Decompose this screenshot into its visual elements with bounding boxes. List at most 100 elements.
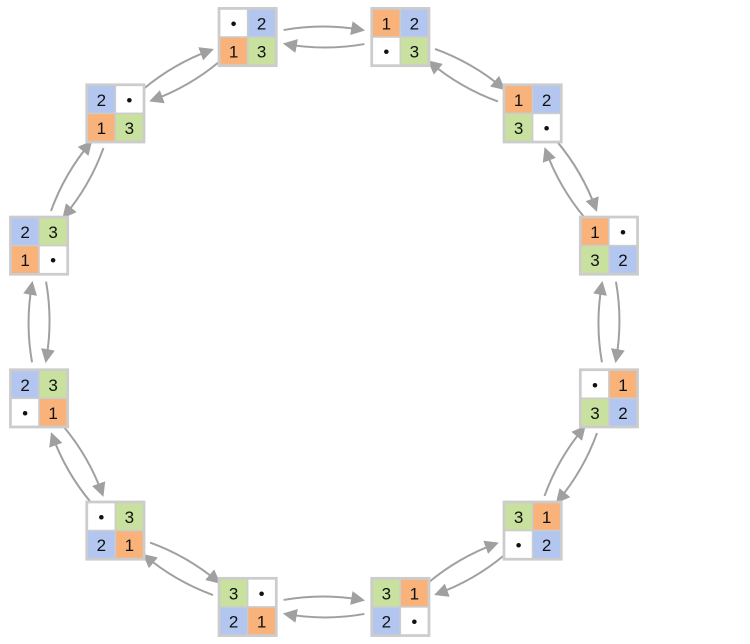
transition-arrow-backward — [427, 60, 499, 103]
tile-number: 3 — [514, 119, 523, 138]
state-border — [217, 7, 278, 68]
state-border — [370, 576, 431, 637]
blank-dot: • — [383, 43, 389, 62]
transition-arrow-backward — [543, 425, 586, 497]
tile-number: 2 — [20, 223, 29, 242]
tile-number: 2 — [20, 376, 29, 395]
transition-arrow-forward — [23, 280, 37, 363]
transition-arrow-forward — [283, 21, 366, 35]
blank-dot: • — [22, 404, 28, 423]
tile-number: 3 — [410, 43, 419, 62]
blank-dot: • — [411, 612, 417, 631]
tile-number: 3 — [590, 404, 599, 423]
blank-cell — [38, 244, 68, 275]
tile-number: 3 — [125, 508, 134, 527]
blank-dot: • — [259, 584, 265, 603]
tile-number: 2 — [382, 612, 391, 631]
tile-number: 1 — [590, 223, 599, 242]
transition-arrow-forward — [434, 553, 506, 597]
transition-arrow-forward — [555, 140, 599, 212]
transition-arrow-forward — [50, 140, 93, 212]
blank-dot: • — [592, 376, 598, 395]
tile-number: 1 — [257, 612, 266, 631]
tile-number: 3 — [514, 508, 523, 527]
blank-cell — [503, 529, 534, 560]
state-border — [502, 83, 563, 144]
tile-number: 2 — [410, 15, 419, 34]
tile-cell — [399, 8, 430, 38]
tile-number: 1 — [542, 508, 551, 527]
tile-number: 3 — [48, 376, 57, 395]
tile-number: 2 — [229, 612, 238, 631]
tile-number: 1 — [97, 119, 106, 138]
tile-number: 3 — [590, 251, 599, 270]
tile-number: 3 — [48, 223, 57, 242]
state-border — [85, 500, 146, 561]
state-border — [85, 83, 146, 144]
transition-arrow-backward — [283, 591, 366, 605]
tile-number: 1 — [618, 376, 627, 395]
tile-cell — [38, 369, 68, 400]
tile-number: 1 — [125, 536, 134, 555]
tile-cell — [114, 112, 145, 143]
tile-number: 1 — [382, 15, 391, 34]
blank-dot: • — [231, 15, 237, 34]
state-border — [370, 7, 431, 68]
transition-arrow-forward — [142, 553, 214, 596]
state-border — [502, 500, 563, 561]
tile-number: 2 — [618, 404, 627, 423]
blank-dot: • — [544, 119, 550, 138]
state-border — [217, 576, 278, 637]
tile-cell — [114, 529, 145, 560]
transition-arrow-backward — [149, 541, 221, 584]
tile-cell — [10, 369, 40, 400]
transition-arrow-backward — [41, 281, 55, 364]
tile-number: 1 — [229, 43, 238, 62]
transition-arrow-backward — [282, 39, 365, 53]
tile-number: 3 — [382, 584, 391, 603]
tile-number: 2 — [257, 15, 266, 34]
transition-arrow-backward — [542, 147, 586, 219]
tile-number: 2 — [97, 91, 106, 110]
blank-dot: • — [620, 223, 626, 242]
tile-number: 2 — [618, 251, 627, 270]
blank-dot: • — [50, 251, 56, 270]
tile-number: 1 — [410, 584, 419, 603]
tile-cell — [86, 84, 117, 115]
blank-dot: • — [126, 91, 132, 110]
tile-number: 2 — [97, 536, 106, 555]
transition-arrow-forward — [434, 48, 506, 91]
tile-number: 3 — [229, 584, 238, 603]
tile-number: 1 — [514, 91, 523, 110]
tile-cell — [531, 529, 562, 560]
transition-arrow-forward — [49, 432, 93, 504]
tile-cell — [399, 578, 430, 608]
transition-arrow-backward — [427, 540, 499, 584]
transition-arrow-backward — [593, 280, 607, 363]
tile-number: 3 — [125, 119, 134, 138]
transition-arrow-forward — [611, 281, 625, 364]
transition-arrow-forward — [142, 47, 214, 91]
tile-number: 1 — [20, 251, 29, 270]
blank-cell — [531, 112, 562, 143]
tile-number: 2 — [542, 536, 551, 555]
transition-arrow-backward — [149, 60, 221, 104]
state-border — [578, 368, 639, 429]
blank-dot: • — [98, 508, 104, 527]
transition-arrow-forward — [555, 432, 598, 504]
tile-number: 2 — [542, 91, 551, 110]
tile-number: 1 — [48, 404, 57, 423]
state-border — [9, 215, 70, 276]
tile-number: 3 — [257, 43, 266, 62]
state-border — [9, 368, 70, 429]
